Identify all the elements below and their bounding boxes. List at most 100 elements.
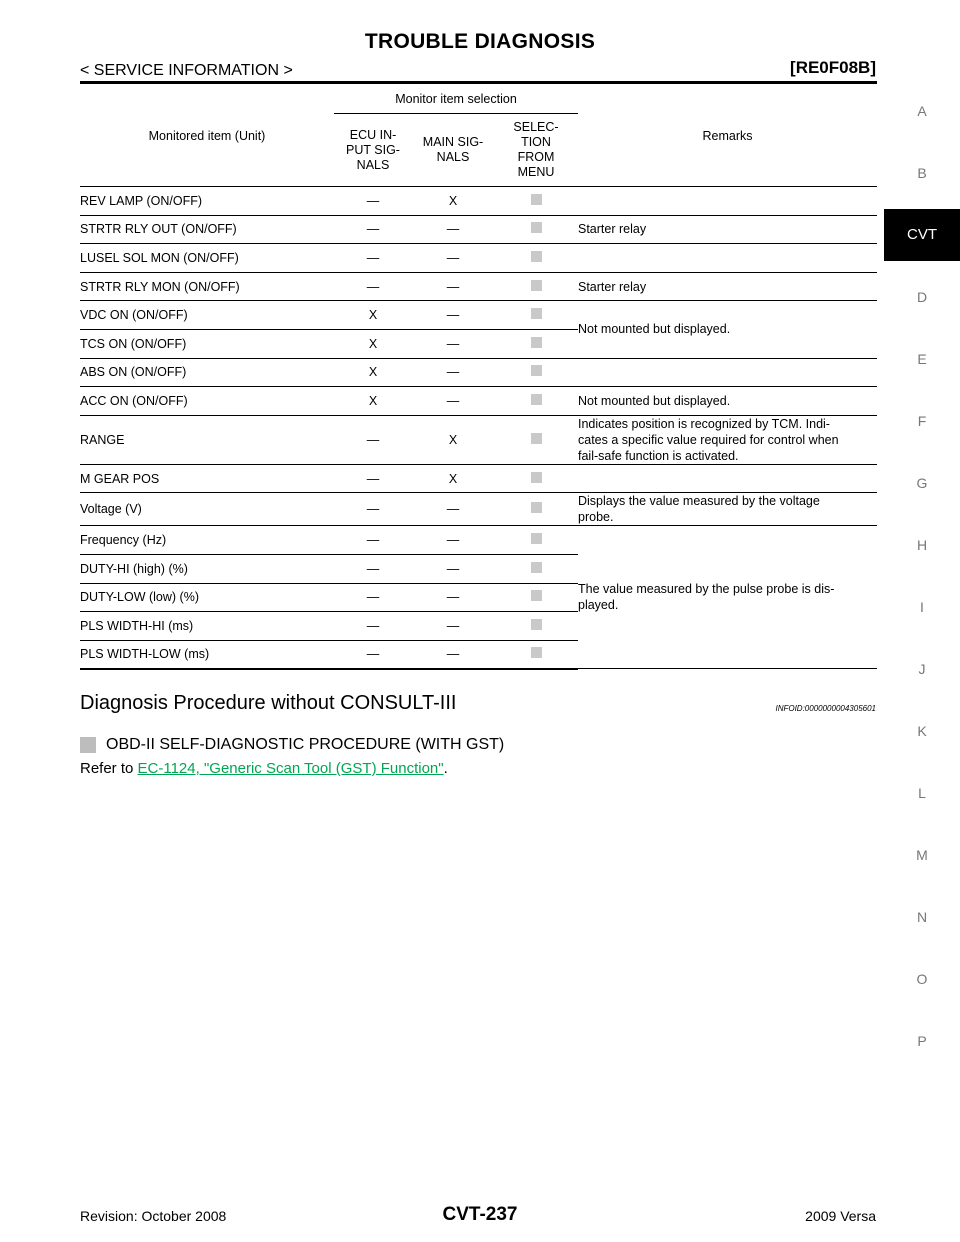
table-row: ABS ON (ON/OFF)X— [80, 358, 877, 388]
side-index-m: M [916, 847, 928, 863]
main-signals-cell: — [412, 329, 494, 359]
table-row: REV LAMP (ON/OFF)—X [80, 186, 877, 216]
selection-from-menu-cell [494, 329, 578, 359]
footer-model: 2009 Versa [805, 1208, 876, 1224]
table-row: VDC ON (ON/OFF)X— Not mounted but display… [80, 300, 877, 359]
monitored-item-cell: STRTR RLY OUT (ON/OFF) [80, 215, 334, 245]
reference-link[interactable]: EC-1124, "Generic Scan Tool (GST) Functi… [137, 760, 444, 777]
selection-from-menu-cell [494, 215, 578, 245]
selection-from-menu-cell [494, 640, 578, 670]
header-rule [80, 81, 877, 84]
table-row: M GEAR POS—X [80, 464, 877, 494]
square-mark-icon [530, 222, 542, 234]
monitored-item-cell: Frequency (Hz) [80, 525, 334, 555]
table-row: LUSEL SOL MON (ON/OFF)—— [80, 243, 877, 273]
selection-from-menu-cell [494, 583, 578, 613]
table-row: STRTR RLY MON (ON/OFF)——Starter relay [80, 272, 877, 302]
square-mark-icon [530, 647, 542, 659]
monitored-item-cell: VDC ON (ON/OFF) [80, 300, 334, 330]
selection-from-menu-cell [494, 525, 578, 555]
side-index-d: D [916, 289, 928, 305]
table-row: TCS ON (ON/OFF)X— [80, 329, 877, 359]
remarks-cell [578, 243, 877, 273]
table-row: DUTY-HI (high) (%)—— [80, 554, 877, 584]
table-row: Voltage (V)——Displays the value measured… [80, 492, 877, 527]
ecu-input-cell: — [334, 525, 412, 555]
header-selection-from-menu: SELEC- TION FROM MENU [494, 113, 578, 187]
main-signals-cell: — [412, 386, 494, 416]
selection-from-menu-cell [494, 358, 578, 388]
remarks-cell: Starter relay [578, 272, 877, 302]
header-main-signals: MAIN SIG- NALS [412, 113, 494, 187]
main-signals-cell: — [412, 272, 494, 302]
monitored-item-cell: PLS WIDTH-LOW (ms) [80, 640, 334, 670]
ecu-input-cell: X [334, 386, 412, 416]
ecu-input-cell: X [334, 358, 412, 388]
square-mark-icon [530, 393, 542, 405]
section-title: Diagnosis Procedure without CONSULT-III [80, 692, 457, 714]
ecu-input-cell: X [334, 300, 412, 330]
remarks-cell [578, 186, 877, 216]
selection-from-menu-cell [494, 611, 578, 641]
monitored-item-cell: STRTR RLY MON (ON/OFF) [80, 272, 334, 302]
monitored-item-cell: ABS ON (ON/OFF) [80, 358, 334, 388]
side-index-k: K [917, 723, 927, 739]
ecu-input-cell: — [334, 415, 412, 465]
table-row: ACC ON (ON/OFF)X—Not mounted but display… [80, 386, 877, 416]
selection-from-menu-cell [494, 272, 578, 302]
table-row: Frequency (Hz)——The value measured by th… [80, 525, 877, 670]
table-row: PLS WIDTH-HI (ms)—— [80, 611, 877, 641]
monitored-item-cell: DUTY-HI (high) (%) [80, 554, 334, 584]
remarks-cell: Not mounted but displayed. [578, 386, 877, 416]
monitored-item-cell: TCS ON (ON/OFF) [80, 329, 334, 359]
header-monitor-item-selection: Monitor item selection [334, 86, 578, 114]
side-index-h: H [916, 537, 928, 553]
main-signals-cell: — [412, 215, 494, 245]
ecu-input-cell: — [334, 272, 412, 302]
square-mark-icon [530, 471, 542, 483]
monitored-item-cell: RANGE [80, 415, 334, 465]
square-mark-icon [530, 279, 542, 291]
table-row: STRTR RLY OUT (ON/OFF)——Starter relay [80, 215, 877, 245]
square-mark-icon [530, 502, 542, 514]
monitored-item-cell: DUTY-LOW (low) (%) [80, 583, 334, 613]
main-signals-cell: — [412, 243, 494, 273]
monitored-item-cell: M GEAR POS [80, 464, 334, 494]
main-signals-cell: X [412, 464, 494, 494]
monitored-item-cell: PLS WIDTH-HI (ms) [80, 611, 334, 641]
footer-revision: Revision: October 2008 [80, 1208, 227, 1224]
ecu-input-cell: — [334, 554, 412, 584]
side-index-a: A [917, 103, 927, 119]
monitored-item-cell: REV LAMP (ON/OFF) [80, 186, 334, 216]
main-signals-cell: — [412, 492, 494, 527]
side-index-g: G [916, 475, 928, 491]
section-label: < SERVICE INFORMATION > [80, 62, 293, 79]
page-title: TROUBLE DIAGNOSIS [364, 30, 596, 53]
info-id: INFOID:0000000004305601 [775, 704, 876, 713]
square-mark-icon [530, 250, 542, 262]
header-monitored-item: Monitored item (Unit) [80, 86, 334, 187]
monitored-item-cell: Voltage (V) [80, 492, 334, 527]
refer-line: Refer to EC-1124, "Generic Scan Tool (GS… [80, 760, 448, 777]
remarks-cell: Not mounted but displayed. [578, 300, 877, 359]
side-index-f: F [917, 413, 927, 429]
square-mark-icon [530, 618, 542, 630]
ecu-input-cell: — [334, 492, 412, 527]
side-index-e: E [917, 351, 927, 367]
square-mark-icon [530, 308, 542, 320]
refer-suffix: . [443, 760, 448, 777]
remarks-cell: Displays the value measured by the volta… [578, 492, 877, 527]
ecu-input-cell: — [334, 186, 412, 216]
side-index-b: B [917, 165, 927, 181]
main-signals-cell: — [412, 358, 494, 388]
square-mark-icon [530, 590, 542, 602]
main-signals-cell: — [412, 525, 494, 555]
square-mark-icon [530, 432, 542, 444]
square-mark-icon [530, 533, 542, 545]
subheading-text: OBD-II SELF-DIAGNOSTIC PROCEDURE (WITH G… [106, 736, 505, 753]
side-index-j: J [918, 661, 926, 677]
ecu-input-cell: — [334, 611, 412, 641]
monitored-item-cell: LUSEL SOL MON (ON/OFF) [80, 243, 334, 273]
square-mark-icon [530, 193, 542, 205]
selection-from-menu-cell [494, 464, 578, 494]
